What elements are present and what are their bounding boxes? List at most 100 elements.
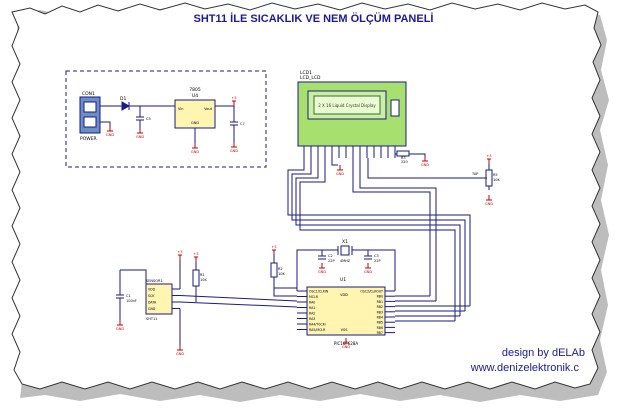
sensor-sck-wire xyxy=(179,295,298,302)
mcu-left-pin-label-2: RA0 xyxy=(309,301,315,305)
regulator-vout: Vout xyxy=(204,107,212,111)
regulator-part: 7805 xyxy=(189,87,201,93)
cap-c3-ref: C3 xyxy=(374,254,379,258)
sensor-body xyxy=(145,283,173,315)
ground-lcd-backlight-label: GND xyxy=(421,163,429,167)
mcu-right-pin-label-2: RB1 xyxy=(377,300,383,304)
mcu-right-pin-label-1: RB0 xyxy=(377,295,383,299)
mcu-left-pin-label-4: RA2 xyxy=(309,312,315,316)
lcd-backlight xyxy=(390,99,400,117)
pullup-ref: R1 xyxy=(200,273,205,277)
mcu-left-pin-label-1: MCLR xyxy=(309,295,319,299)
regulator-ref: U4 xyxy=(192,93,198,99)
sensor-data-wire xyxy=(179,301,298,308)
mcu-left-pin-label-6: RA4/T0CKI xyxy=(309,323,326,327)
mcu-right-pin-label-0: OSC2/CLKOUT xyxy=(360,290,383,294)
mcu-left-pin-label-5: RA3 xyxy=(309,317,315,321)
ground-connector-label: GND xyxy=(106,133,114,137)
supply-pot-label: +5 xyxy=(486,154,491,158)
ground-regulator-label: GND xyxy=(191,150,199,154)
lcd-screen-text: 2 X 16 Liquid Crystal Display xyxy=(318,103,376,108)
cap-c2-value: 22P xyxy=(328,259,335,263)
xtal-wire-2 xyxy=(360,249,396,291)
sensor-part: SHT11 xyxy=(146,317,157,321)
mcu-ref: U1 xyxy=(340,277,346,283)
pot-value: 10K xyxy=(493,178,500,182)
diode-symbol xyxy=(121,101,131,111)
cap-c7-ref: C7 xyxy=(240,122,245,126)
xtal-ref: X1 xyxy=(342,239,348,245)
power-connector-label: POWER xyxy=(80,136,97,142)
mcu-right-pin-label-8: RB7 xyxy=(377,331,383,335)
mcu-vdd: VDD xyxy=(340,293,348,297)
website-credit: www.denizelektronik.c xyxy=(470,362,579,374)
sensor-cap-wire xyxy=(120,269,147,284)
bus-wire-1 xyxy=(287,158,471,306)
ground-c3-label: GND xyxy=(364,270,372,274)
lcd-part: LCD_LCD xyxy=(300,75,321,81)
mcu-right-pin-label-5: RB4 xyxy=(377,316,383,320)
lcd-tap-wire xyxy=(367,158,487,179)
cap-c3-value: 22P xyxy=(374,259,381,263)
bus-wire-3 xyxy=(295,158,461,316)
ground-mcu-label: GND xyxy=(342,345,350,349)
mcu-left-pin-label-0: OSC1/CLKIN xyxy=(309,290,329,294)
regulator-body xyxy=(174,99,216,129)
lcd-r3-value: 220 xyxy=(401,160,408,164)
mcu-mclr-wire xyxy=(273,288,297,297)
bus-wire-en xyxy=(359,158,437,301)
mcu-r2-value: 10K xyxy=(278,272,285,276)
diode-ref: D1 xyxy=(120,96,126,102)
ground-c5-label: GND xyxy=(136,135,144,139)
bus-wire-4 xyxy=(299,158,456,321)
mcu-r2-ref: R2 xyxy=(278,267,283,271)
power-section-border xyxy=(65,70,267,168)
lcd-r3-wire2 xyxy=(409,153,426,156)
mcu-left-pin-label-7: RA5/MCLR xyxy=(309,328,326,332)
pullup-body xyxy=(192,269,200,287)
ground-sensor-cap-label: GND xyxy=(116,327,124,331)
mcu-right-pin-label-3: RB2 xyxy=(377,305,383,309)
lcd-screen-inner xyxy=(313,95,381,115)
cap-c2-ref: C2 xyxy=(328,254,333,258)
mcu-vss: VSS xyxy=(341,328,349,332)
sensor-pin-label-2: DATA xyxy=(148,301,157,305)
lcd-ref: LCD1 xyxy=(300,70,312,76)
supply-regulator-label: +5 xyxy=(231,96,236,100)
xtal-body xyxy=(340,245,350,256)
designer-credit: design by dELAb xyxy=(501,347,585,359)
regulator-gnd: GND xyxy=(191,121,199,125)
sensor-cap-ref: C1 xyxy=(126,294,131,298)
bus-wire-2 xyxy=(291,158,466,311)
mcu-right-pin-label-6: RB5 xyxy=(377,321,383,325)
mcu-right-pin-label-4: RB3 xyxy=(377,310,383,314)
power-connector-pin2 xyxy=(83,116,97,128)
pullup-value: 10K xyxy=(200,278,207,282)
mcu-r2-body xyxy=(270,262,278,278)
lcd-gnd-wire xyxy=(331,158,338,166)
bus-wire-rs xyxy=(352,158,431,296)
pot-tap-label: TAP xyxy=(471,172,478,176)
power-connector-ref: CON1 xyxy=(82,91,95,97)
sensor-pin-label-3: GND xyxy=(148,307,156,311)
supply-sensor-label: +5 xyxy=(177,250,182,254)
sensor-pin-label-1: SCK xyxy=(148,294,155,298)
sensor-pin-label-0: VDD xyxy=(148,288,156,292)
supply-mcu-label: +5 xyxy=(271,245,276,249)
ground-lcd-label: GND xyxy=(336,172,344,176)
power-connector-pin1 xyxy=(83,101,97,113)
mcu-body xyxy=(306,286,386,336)
xtal-wire-1 xyxy=(296,249,330,291)
pot-ref: R5 xyxy=(493,173,498,177)
sensor-cap-value: 100nF xyxy=(126,299,137,303)
ground-c2-label: GND xyxy=(318,270,326,274)
cap-c5-ref: C5 xyxy=(146,117,151,121)
mcu-part: PIC16F628A xyxy=(334,341,358,346)
ground-c7-label: GND xyxy=(230,149,238,153)
page-title: SHT11 İLE SICAKLIK VE NEM ÖLÇÜM PANELİ xyxy=(193,13,434,25)
sensor-ref: SENSOR1 xyxy=(146,279,163,283)
mcu-right-pin-label-7: RB6 xyxy=(377,326,383,330)
power-wire-gnd xyxy=(100,121,111,126)
mcu-left-pin-label-3: RA1 xyxy=(309,306,315,310)
